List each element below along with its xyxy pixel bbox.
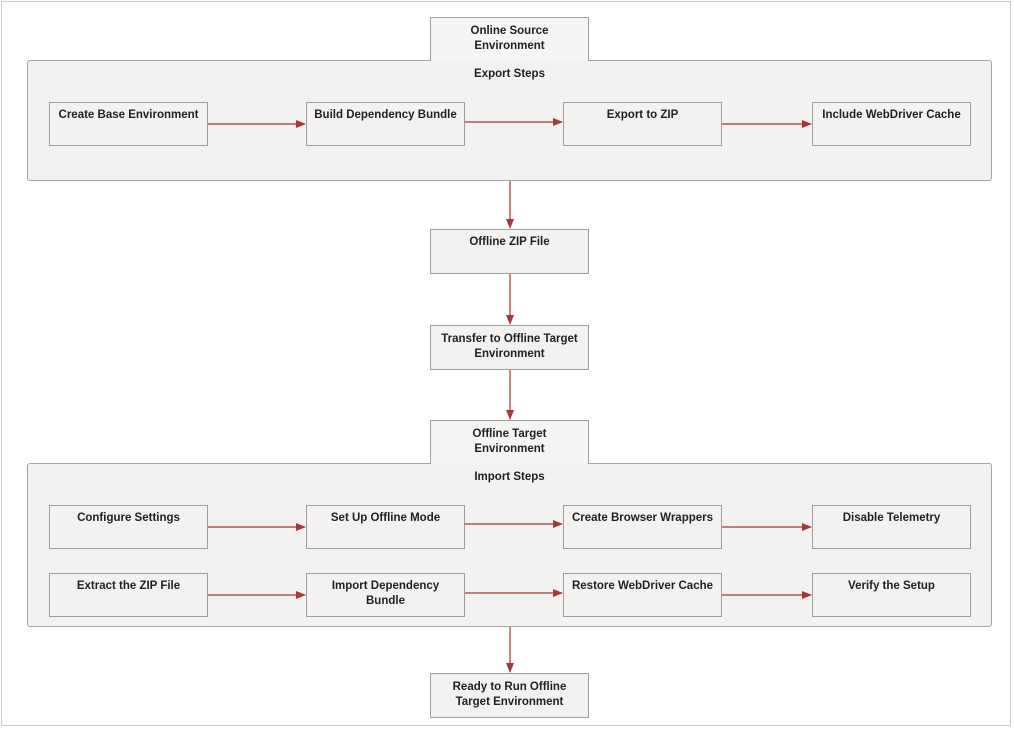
export-step-node: Export to ZIP — [563, 102, 722, 146]
import-step-node: Set Up Offline Mode — [306, 505, 465, 549]
online-source-environment-node: Online Source Environment — [430, 17, 589, 61]
export-step-node: Create Base Environment — [49, 102, 208, 146]
import-steps-title: Import Steps — [474, 471, 545, 483]
import-step-node: Create Browser Wrappers — [563, 505, 722, 549]
import-step-node: Verify the Setup — [812, 573, 971, 617]
export-steps-title: Export Steps — [474, 68, 545, 80]
ready-to-run-node: Ready to Run Offline Target Environment — [430, 673, 589, 718]
import-step-node: Extract the ZIP File — [49, 573, 208, 617]
import-step-node: Import Dependency Bundle — [306, 573, 465, 617]
import-step-node: Disable Telemetry — [812, 505, 971, 549]
import-step-node: Configure Settings — [49, 505, 208, 549]
export-step-node: Build Dependency Bundle — [306, 102, 465, 146]
offline-target-environment-node: Offline Target Environment — [430, 420, 589, 464]
import-step-node: Restore WebDriver Cache — [563, 573, 722, 617]
offline-zip-file-node: Offline ZIP File — [430, 229, 589, 274]
export-step-node: Include WebDriver Cache — [812, 102, 971, 146]
transfer-node: Transfer to Offline Target Environment — [430, 325, 589, 370]
